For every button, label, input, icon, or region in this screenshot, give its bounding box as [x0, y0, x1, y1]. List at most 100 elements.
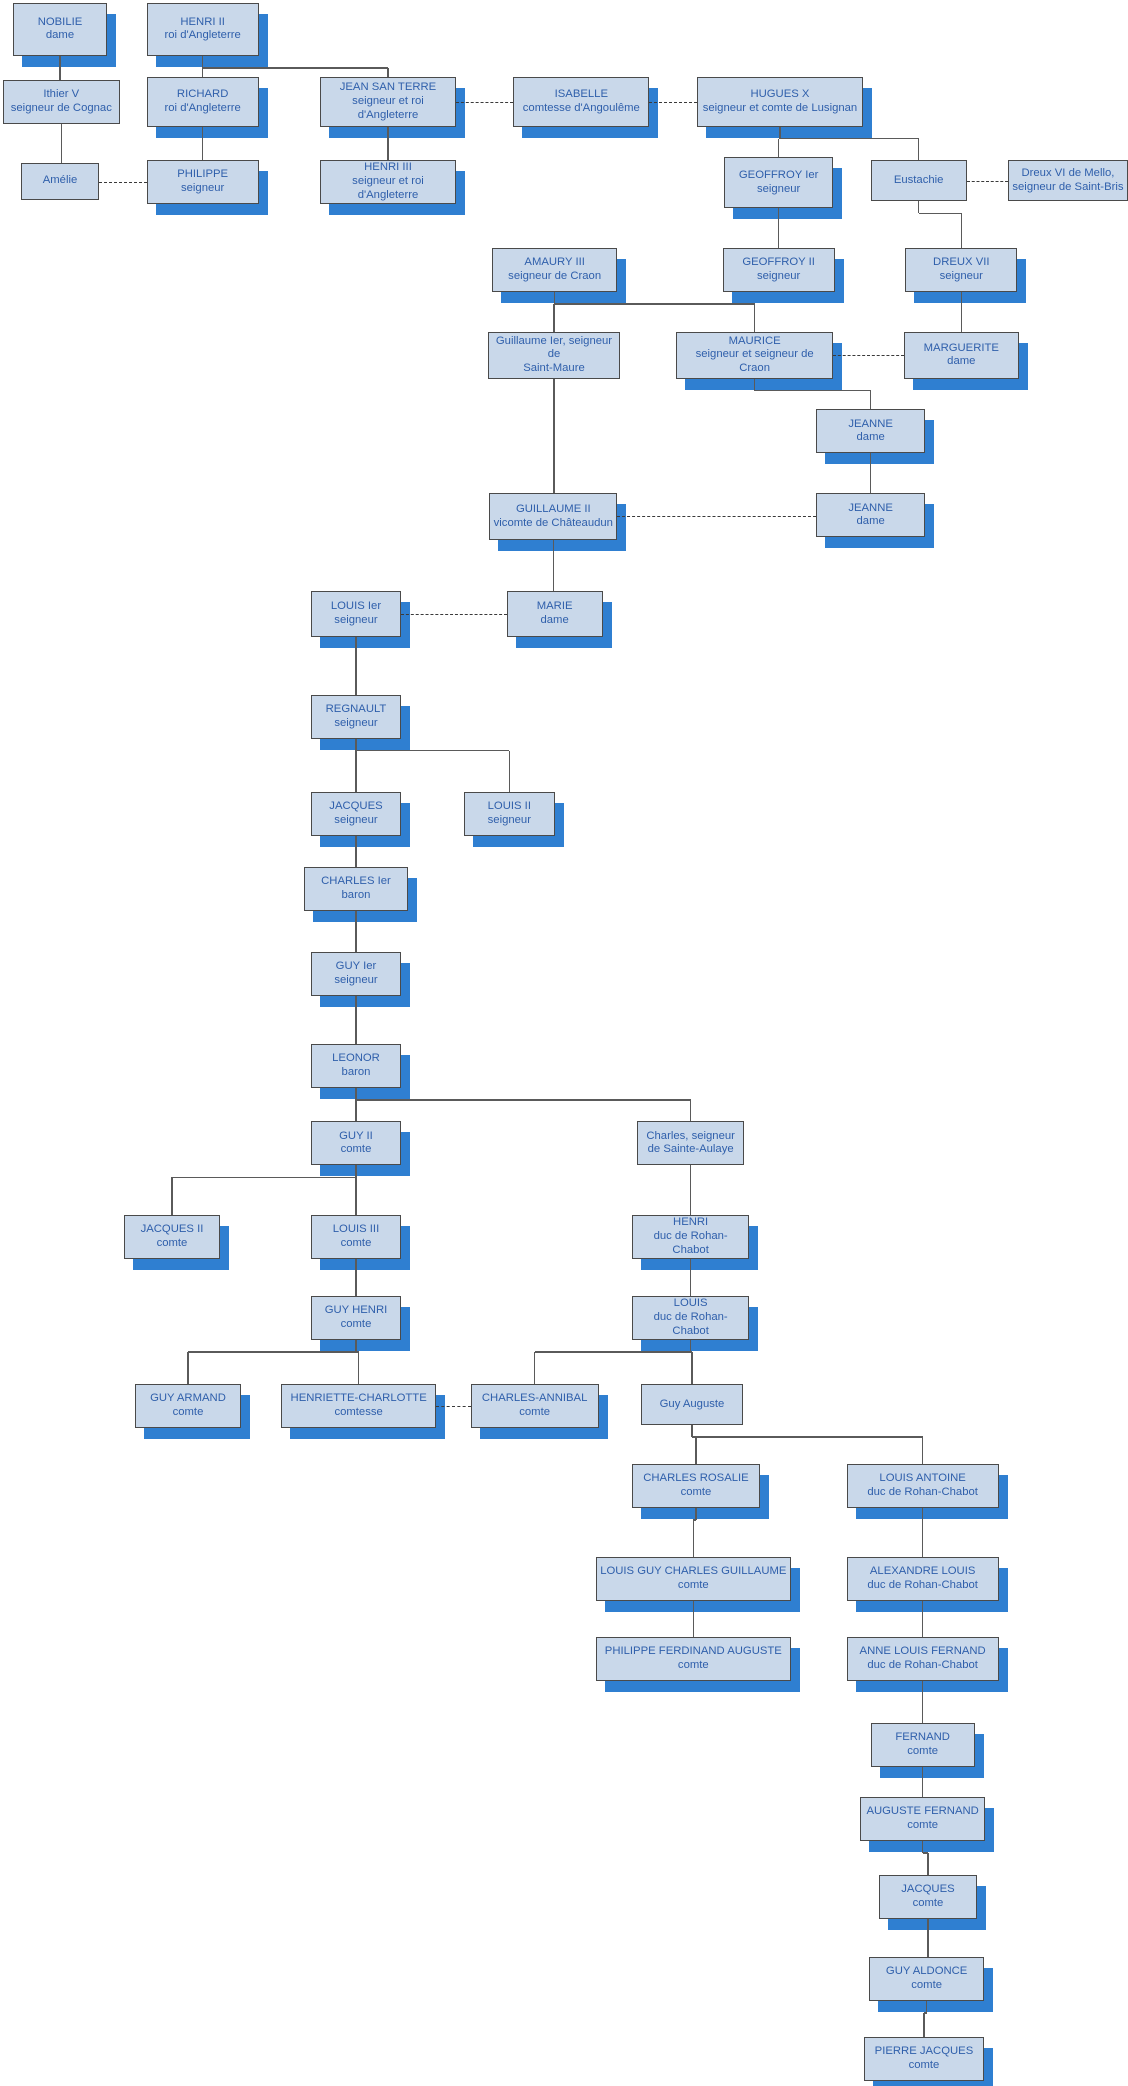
link-vertical: [355, 1165, 357, 1178]
link-horizontal: [202, 67, 388, 69]
person-title: seigneur: [334, 813, 378, 826]
person-title: baron: [341, 888, 371, 901]
link-vertical: [553, 303, 555, 332]
link-vertical: [355, 1339, 357, 1352]
person-title: seigneur de Craon: [508, 269, 602, 282]
person-title: vicomte de Châteaudun: [493, 516, 613, 529]
person-title: comte: [907, 1819, 939, 1832]
person-title: seigneur de Saint-Bris: [1012, 180, 1124, 193]
person-name: LOUIS Ier: [330, 600, 382, 613]
person-node[interactable]: Amélie: [21, 162, 99, 200]
person-title: dame: [45, 29, 75, 42]
person-title: comte: [912, 1896, 944, 1909]
link-vertical: [508, 750, 511, 792]
person-name: JACQUES: [901, 1882, 955, 1895]
link-vertical: [533, 1351, 536, 1384]
link-horizontal: [171, 1176, 356, 1179]
person-title: dame: [540, 613, 569, 626]
person-name: ISABELLE: [554, 88, 608, 101]
link-vertical: [553, 291, 556, 304]
person-title: Saint-Maure: [523, 362, 585, 375]
person-name: PIERRE JACQUES: [874, 2045, 974, 2058]
person-node[interactable]: Eustachie: [870, 159, 967, 202]
person-title: comte: [172, 1405, 204, 1418]
person-name: ALEXANDRE LOUIS: [869, 1565, 976, 1578]
person-title: comte: [156, 1236, 188, 1249]
link-vertical: [355, 1087, 357, 1100]
link-vertical: [960, 291, 963, 332]
person-node[interactable]: Dreux VI de Mello,seigneur de Saint-Bris: [1007, 159, 1128, 202]
link-vertical: [355, 738, 357, 751]
person-title: seigneur et comte de Lusignan: [702, 101, 858, 114]
link-vertical: [355, 835, 357, 867]
person-title: duc de Rohan-Chabot: [653, 1229, 728, 1256]
person-name: LOUIS ANTOINE: [879, 1472, 966, 1485]
person-node[interactable]: Guy Auguste: [641, 1383, 743, 1426]
link-vertical: [553, 378, 555, 494]
person-name: FERNAND: [895, 1730, 950, 1743]
person-name: Guillaume Ier, seigneur de: [495, 334, 613, 361]
link-horizontal: [778, 137, 919, 140]
person-title: comte: [340, 1236, 372, 1249]
link-vertical: [921, 1841, 924, 1854]
person-name: AUGUSTE FERNAND: [866, 1805, 979, 1818]
link-vertical: [960, 213, 963, 248]
link-vertical: [355, 637, 357, 695]
person-title: comte: [340, 1143, 372, 1156]
person-name: Ithier V: [43, 88, 80, 101]
person-title: comte: [907, 1744, 939, 1757]
link-horizontal: [923, 2012, 927, 2015]
person-title: seigneur et roi d'Angleterre: [352, 175, 424, 201]
link-vertical: [917, 201, 920, 214]
